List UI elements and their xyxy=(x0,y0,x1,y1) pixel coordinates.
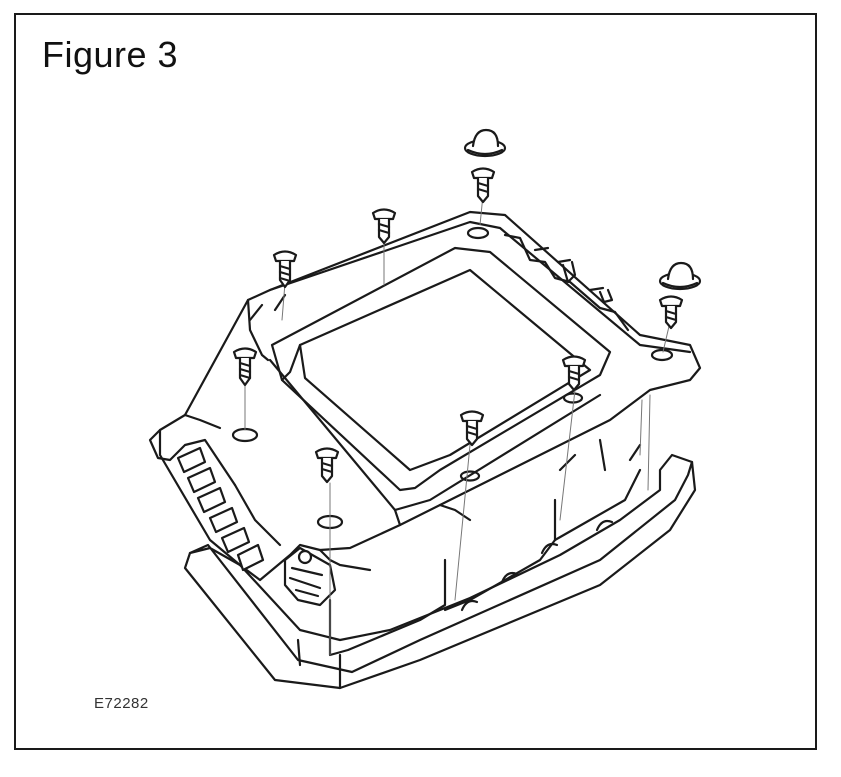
glovebox-lower-housing xyxy=(183,438,697,690)
screw xyxy=(272,250,298,289)
screw xyxy=(470,167,496,204)
hinge-knob xyxy=(283,546,337,607)
figure-title: Figure 3 xyxy=(42,34,179,75)
side-clips xyxy=(176,446,265,572)
screw-cap xyxy=(463,128,507,158)
screw xyxy=(658,295,684,330)
alignment-lines xyxy=(244,194,671,656)
screw xyxy=(232,347,258,387)
figure-reference-code: E72282 xyxy=(94,695,149,712)
screw-cap xyxy=(658,261,702,291)
screw xyxy=(314,447,340,484)
glovebox-upper-tray xyxy=(148,210,702,582)
screw xyxy=(561,355,587,392)
screw xyxy=(459,410,485,447)
screw xyxy=(371,208,397,245)
